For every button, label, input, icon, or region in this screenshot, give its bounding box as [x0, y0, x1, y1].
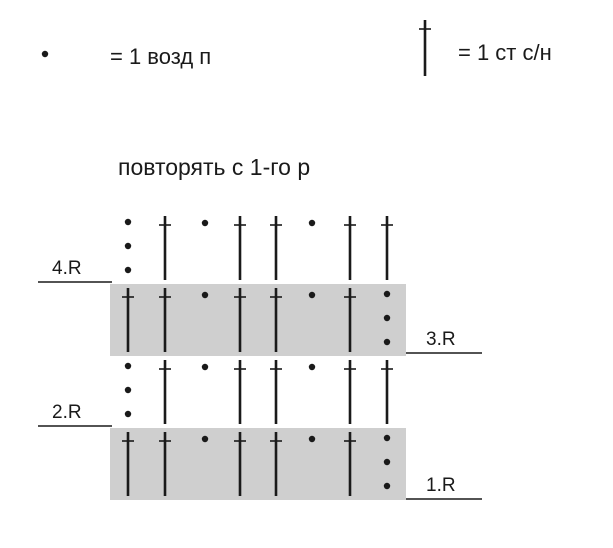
stitch-r2-c1-turning-chain — [124, 362, 132, 418]
stitch-r4-c5-double-crochet — [270, 216, 282, 280]
stitch-r1-c5-double-crochet — [270, 432, 282, 496]
stitch-r3-c1-double-crochet — [122, 288, 134, 352]
row-label-2: 2.R — [38, 402, 112, 427]
stitch-r1-c7-double-crochet — [344, 432, 356, 496]
stitch-r3-c3-chain — [201, 291, 209, 299]
stitch-r2-c8-double-crochet — [381, 360, 393, 424]
stitch-r4-c8-double-crochet — [381, 216, 393, 280]
stitch-r1-c4-double-crochet — [234, 432, 246, 496]
stitch-r2-c7-double-crochet — [344, 360, 356, 424]
row-label-2-text: 2.R — [52, 402, 82, 423]
stitch-grid — [122, 216, 393, 496]
legend-chain-dot-symbol — [41, 50, 49, 58]
stitch-r3-c7-double-crochet — [344, 288, 356, 352]
row-label-4-text: 4.R — [52, 258, 82, 279]
stitch-r3-c5-double-crochet — [270, 288, 282, 352]
stitch-r3-c6-chain — [308, 291, 316, 299]
legend-chain-text: = 1 возд п — [110, 44, 211, 69]
stitch-r2-c5-double-crochet — [270, 360, 282, 424]
stitch-r4-c4-double-crochet — [234, 216, 246, 280]
stitch-r2-c2-double-crochet — [159, 360, 171, 424]
stitch-r1-c3-chain — [201, 435, 209, 443]
stitch-r3-c4-double-crochet — [234, 288, 246, 352]
stitch-r4-c2-double-crochet — [159, 216, 171, 280]
stitch-r1-c2-double-crochet — [159, 432, 171, 496]
legend: = 1 возд п = 1 ст с/н — [41, 20, 552, 76]
stitch-r4-c7-double-crochet — [344, 216, 356, 280]
stitch-r1-c8-turning-chain — [383, 434, 391, 490]
row-label-3-text: 3.R — [426, 329, 456, 350]
row-label-1-text: 1.R — [426, 475, 456, 496]
stitch-r2-c3-chain — [201, 363, 209, 371]
stitch-r3-c2-double-crochet — [159, 288, 171, 352]
repeat-note: повторять с 1-го р — [118, 154, 310, 180]
stitch-r4-c3-chain — [201, 219, 209, 227]
stitch-r4-c6-chain — [308, 219, 316, 227]
stitch-r3-c8-turning-chain — [383, 290, 391, 346]
legend-double-crochet-symbol — [419, 20, 431, 76]
stitch-r2-c4-double-crochet — [234, 360, 246, 424]
stitch-r2-c6-chain — [308, 363, 316, 371]
row-label-1: 1.R — [406, 475, 482, 500]
stitch-r4-c1-turning-chain — [124, 218, 132, 274]
stitch-r1-c1-double-crochet — [122, 432, 134, 496]
row-band-3 — [110, 284, 406, 356]
legend-double-crochet-text: = 1 ст с/н — [458, 40, 552, 65]
stitch-r1-c6-chain — [308, 435, 316, 443]
row-label-3: 3.R — [406, 329, 482, 354]
row-label-4: 4.R — [38, 258, 112, 283]
row-band-1 — [110, 428, 406, 500]
